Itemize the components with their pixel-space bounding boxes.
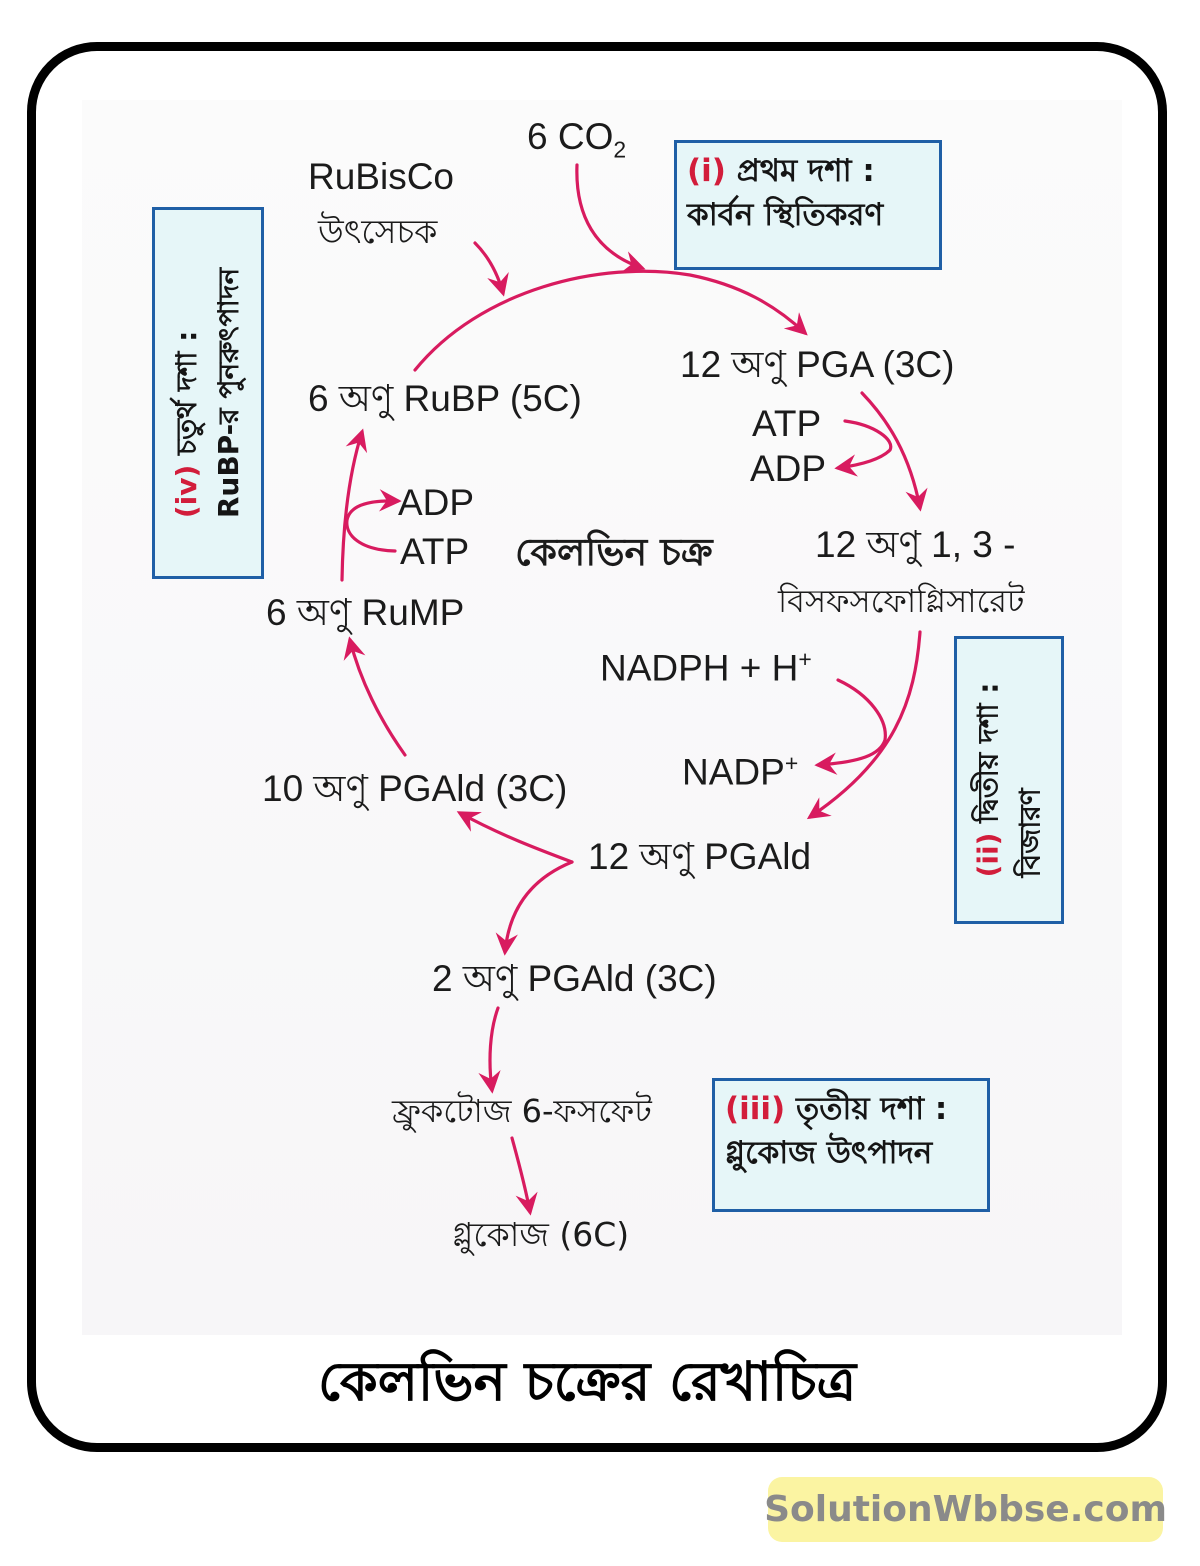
co2-label: 6 CO2: [527, 116, 627, 163]
arrow-nadph-nadp: [814, 678, 887, 775]
watermark-badge: SolutionWbbse.com: [764, 1477, 1167, 1542]
rubisco-label: RuBisCo: [308, 156, 454, 197]
node-pgald-2: 2 অণু PGAld (3C): [432, 958, 717, 999]
figure-caption: কেলভিন চক্রের রেখাচিত্র: [318, 1350, 857, 1413]
cofactor-atp-left: ATP: [400, 531, 470, 572]
cycle-title: কেলভিন চক্র: [515, 530, 713, 574]
stage-box-2: (ii) দ্বিতীয় দশা : বিজারণ: [954, 636, 1064, 924]
arrow-to-fructose: [478, 1006, 501, 1094]
node-bpg-line2: বিসফসফোগ্লিসারেট: [778, 582, 1025, 620]
cofactor-atp-right: ATP: [752, 403, 822, 444]
arrow-atp-adp-left: [345, 489, 402, 553]
node-pga: 12 অণু PGA (3C): [680, 344, 955, 385]
arrow-rubp-to-pga: [413, 269, 808, 372]
arrow-to-glucose: [510, 1136, 538, 1216]
cofactor-nadp: NADP+: [682, 750, 799, 793]
arrow-bpg-to-pgald: [806, 630, 922, 820]
node-bpg-line1: 12 অণু 1, 3 -: [815, 524, 1016, 565]
arrow-to-10pgald: [456, 811, 574, 864]
node-glucose: গ্লুকোজ (6C): [452, 1215, 630, 1254]
cofactor-adp-left: ADP: [398, 482, 475, 523]
node-pgald-10: 10 অণু PGAld (3C): [262, 768, 568, 809]
node-rump: 6 অণু RuMP: [266, 592, 465, 633]
arrow-atp-adp-right: [834, 419, 893, 477]
enzyme-label: উৎসেচক: [318, 212, 438, 251]
stage-box-3: (iii) তৃতীয় দশা : গ্লুকোজ উৎপাদন: [712, 1078, 990, 1212]
cofactor-nadph: NADPH + H+: [600, 646, 812, 689]
node-rubp: 6 অণু RuBP (5C): [308, 378, 582, 419]
arrow-pga-to-bpg: [860, 391, 928, 512]
node-pgald-12: 12 অণু PGAld: [588, 836, 812, 877]
cofactor-adp-right: ADP: [750, 448, 827, 489]
arrow-rubisco: [473, 241, 509, 297]
stage-box-1: (i) প্রথম দশা : কার্বন স্থিতিকরণ: [674, 140, 942, 270]
arrow-rump-to-rubp: [340, 428, 368, 582]
arrow-pgald-to-rump: [343, 636, 407, 757]
stage-box-4: (iv) চতুর্থ দশা : RuBP-র পুনরুৎপাদন: [152, 207, 264, 579]
arrow-to-2pgald: [495, 860, 574, 956]
node-fructose-6-phosphate: ফ্রুকটোজ 6-ফসফেট: [392, 1092, 652, 1130]
arrow-co2-in: [575, 163, 646, 273]
